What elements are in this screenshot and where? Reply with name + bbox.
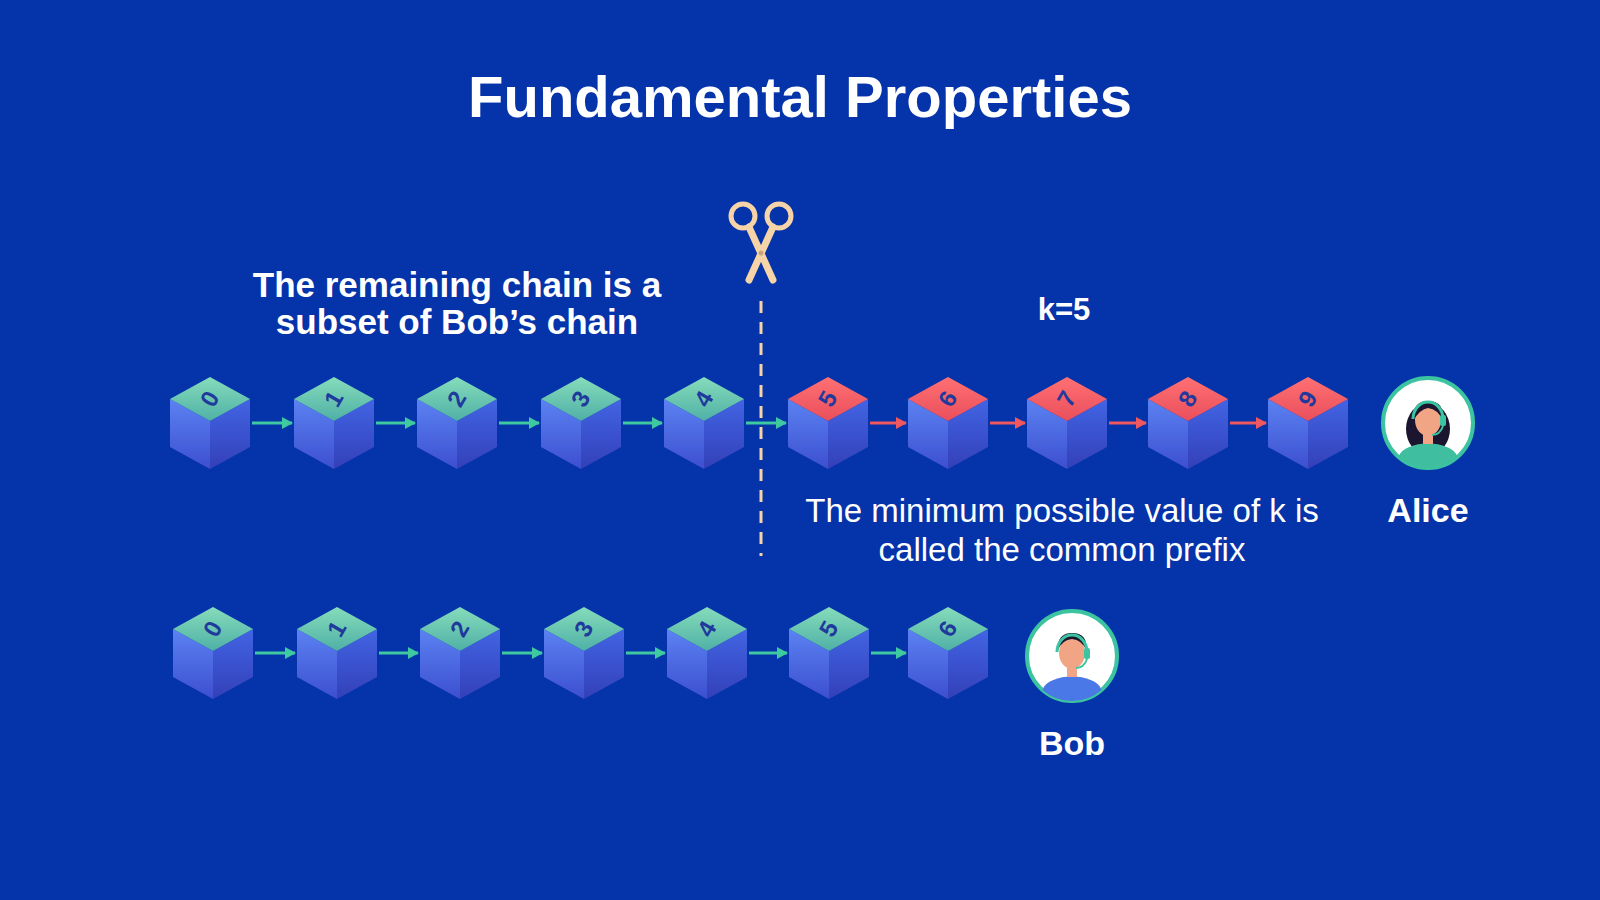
- chain-arrow: [990, 422, 1025, 425]
- cube-top-face: [664, 377, 744, 421]
- block-node: 3: [541, 377, 621, 469]
- cube-top-face: [420, 607, 500, 651]
- annotation-text: The minimum possible value of k is calle…: [792, 491, 1332, 569]
- avatar-microphone: [1432, 426, 1443, 435]
- avatar-shoulders: [1043, 677, 1102, 702]
- person-name: Bob: [1039, 726, 1105, 760]
- block-node: 9: [1268, 377, 1348, 469]
- scissors-loop: [767, 204, 791, 228]
- scissors-blade: [749, 227, 773, 280]
- chain-arrow: [1230, 422, 1266, 425]
- cube-top-face: [789, 607, 869, 651]
- avatar-ring: [1027, 611, 1117, 701]
- cube-top-face: [1027, 377, 1107, 421]
- block-node: 6: [908, 607, 988, 699]
- chain-arrow: [626, 652, 665, 655]
- cube-top-face: [788, 377, 868, 421]
- avatar-headset: [1057, 635, 1087, 652]
- block-node: 0: [173, 607, 253, 699]
- block-node: 0: [170, 377, 250, 469]
- cube-top-face: [908, 607, 988, 651]
- avatar-microphone: [1076, 659, 1087, 668]
- chain-arrow: [871, 652, 906, 655]
- block-node: 8: [1148, 377, 1228, 469]
- block-node: 2: [417, 377, 497, 469]
- block-node: 4: [664, 377, 744, 469]
- chain-arrow: [379, 652, 418, 655]
- avatar-earpiece: [1440, 415, 1446, 426]
- scissors-blade: [749, 227, 773, 280]
- cube-top-face: [297, 607, 377, 651]
- chain-arrow: [502, 652, 542, 655]
- block-node: 7: [1027, 377, 1107, 469]
- chain-arrow: [746, 422, 786, 425]
- cut-line: [760, 301, 763, 556]
- avatar-shoulders: [1399, 444, 1458, 469]
- scissors-pivot: [759, 251, 764, 256]
- chain-arrow: [623, 422, 662, 425]
- cube-top-face: [541, 377, 621, 421]
- block-node: 6: [908, 377, 988, 469]
- avatar-ring: [1383, 378, 1473, 468]
- block-node: 3: [544, 607, 624, 699]
- cube-top-face: [417, 377, 497, 421]
- cube-top-face: [173, 607, 253, 651]
- block-node: 4: [667, 607, 747, 699]
- chain-arrow: [376, 422, 415, 425]
- cube-top-face: [294, 377, 374, 421]
- chain-arrow: [499, 422, 539, 425]
- scissors-loop: [731, 204, 755, 228]
- title: Fundamental Properties: [0, 64, 1600, 130]
- block-node: 2: [420, 607, 500, 699]
- avatar-icon: [1380, 375, 1476, 471]
- annotation-text: The remaining chain is a subset of Bob’s…: [207, 266, 707, 340]
- chain-arrow: [255, 652, 295, 655]
- cube-top-face: [170, 377, 250, 421]
- chain-arrow: [870, 422, 906, 425]
- cube-top-face: [1148, 377, 1228, 421]
- chain-arrow: [252, 422, 292, 425]
- avatar-icon: [1024, 608, 1120, 704]
- block-node: 5: [789, 607, 869, 699]
- avatar-earpiece: [1084, 648, 1090, 659]
- block-node: 1: [294, 377, 374, 469]
- chain-arrow: [1109, 422, 1146, 425]
- cube-top-face: [544, 607, 624, 651]
- block-node: 5: [788, 377, 868, 469]
- avatar-hair: [1413, 401, 1443, 421]
- person-node: Alice: [1373, 375, 1483, 527]
- person-node: Bob: [1017, 608, 1127, 760]
- cube-top-face: [667, 607, 747, 651]
- cube-top-face: [908, 377, 988, 421]
- parameter-label: k=5: [964, 292, 1164, 328]
- cube-top-face: [1268, 377, 1348, 421]
- block-node: 1: [297, 607, 377, 699]
- chain-arrow: [749, 652, 787, 655]
- avatar-headset: [1413, 402, 1443, 419]
- person-name: Alice: [1387, 493, 1468, 527]
